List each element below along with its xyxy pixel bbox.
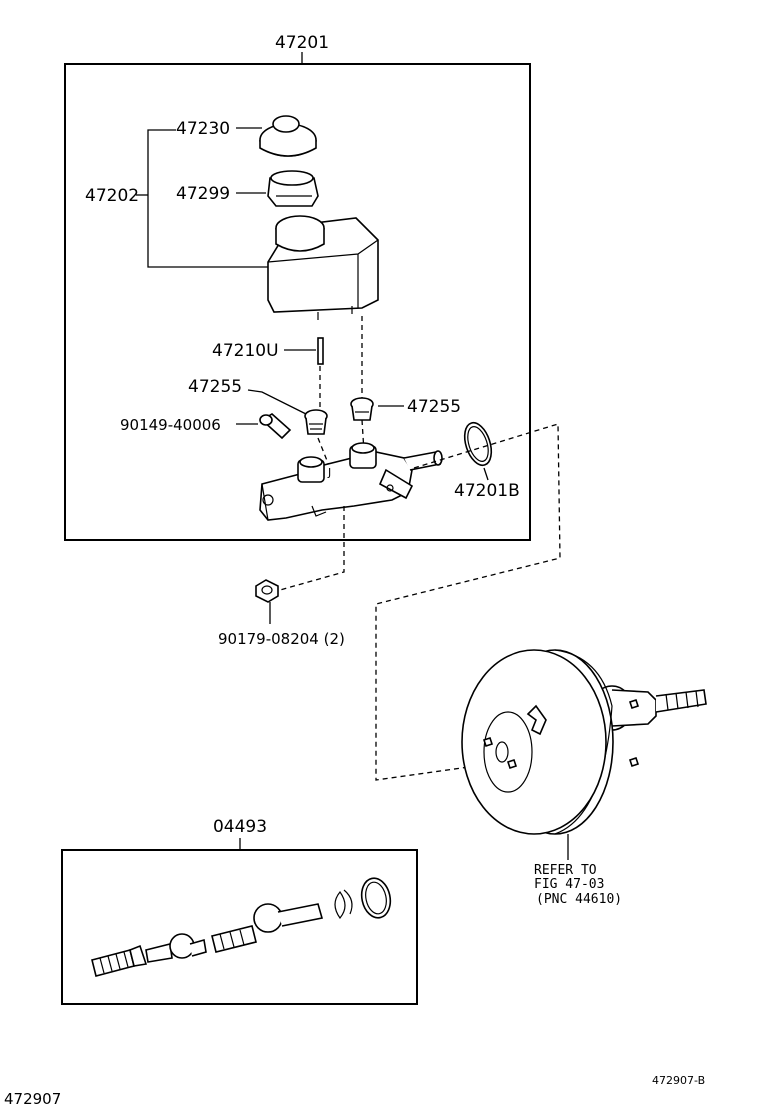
brake-booster-part	[461, 649, 707, 835]
refer-text-line1: REFER TO	[534, 863, 597, 878]
kit-frame-04493	[61, 849, 418, 1005]
gasket-part	[463, 421, 493, 467]
label-47230: 47230	[176, 119, 230, 139]
kit-cup-part	[334, 889, 353, 919]
diagram-code-right: 472907-B	[652, 1074, 705, 1087]
label-47255-left: 47255	[188, 377, 242, 397]
label-47299: 47299	[176, 184, 230, 204]
label-04493: 04493	[213, 817, 267, 837]
bracket-47202	[147, 129, 270, 268]
grommet-left-part	[304, 409, 328, 435]
label-47201B: 47201B	[454, 481, 520, 501]
reservoir-body-part	[267, 215, 379, 320]
nut-part	[255, 579, 279, 603]
booster-guide-line	[375, 423, 561, 781]
union-bolt-part	[259, 413, 292, 440]
kit-piston-2-part	[211, 903, 324, 953]
reservoir-cap-part	[259, 115, 317, 157]
label-90149-40006: 90149-40006	[120, 416, 221, 434]
label-47202: 47202	[85, 186, 139, 206]
master-cylinder-part: J	[259, 442, 443, 521]
strainer-part	[267, 170, 319, 207]
label-47201: 47201	[275, 33, 329, 53]
refer-text-line2: FIG 47-03	[534, 877, 604, 892]
refer-text-line3: (PNC 44610)	[536, 892, 622, 907]
assembly-frame-47201	[64, 63, 531, 541]
svg-text:J: J	[327, 466, 331, 479]
diagram-code-left: 472907	[4, 1090, 61, 1108]
kit-piston-1-part	[91, 933, 207, 977]
pin-part	[317, 337, 324, 365]
label-90179-08204: 90179-08204 (2)	[218, 630, 345, 648]
kit-o-ring-part	[360, 877, 392, 919]
label-47255-right: 47255	[407, 397, 461, 417]
grommet-right-part	[350, 397, 374, 421]
label-47210U: 47210U	[212, 341, 279, 361]
